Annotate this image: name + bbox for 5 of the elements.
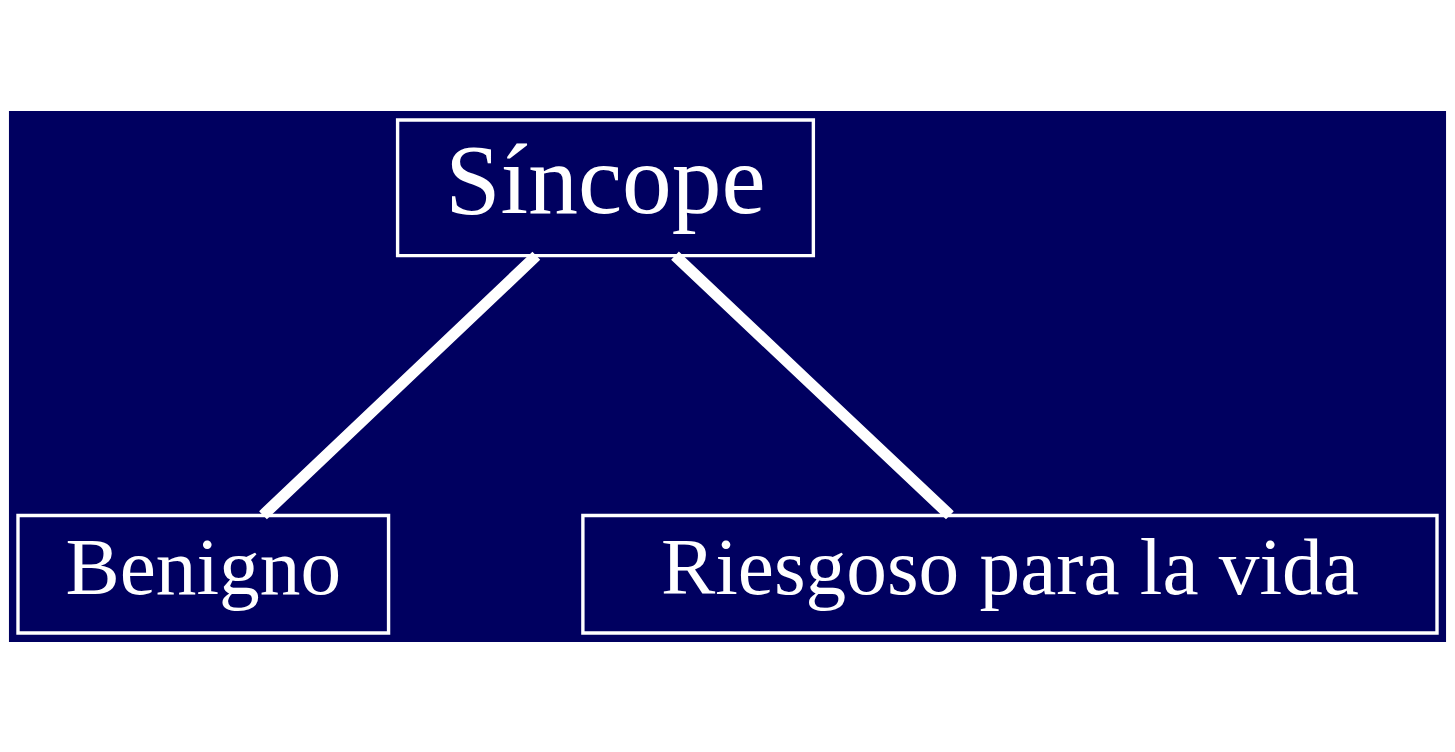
connector <box>671 251 954 519</box>
node-box: Síncope <box>395 117 816 257</box>
node-box: Benigno <box>16 513 391 635</box>
node-box: Riesgoso para la vida <box>581 513 1439 635</box>
connector <box>259 251 541 519</box>
